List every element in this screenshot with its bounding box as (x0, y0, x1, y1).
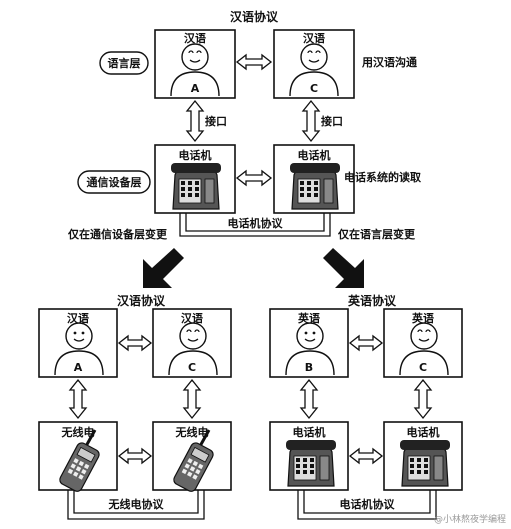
bl-right-interface-arrow-icon (182, 378, 202, 420)
bottom-right-device-protocol: 电话机协议 (340, 497, 396, 511)
svg-text:汉语: 汉语 (67, 311, 89, 325)
telephone-icon (289, 162, 341, 210)
top-right-phone-box: 电话机 (273, 144, 355, 214)
bl-right-radio-box: 无线电 (152, 421, 232, 495)
br-right-phone-box: 电话机 (383, 421, 463, 491)
svg-text:英语: 英语 (297, 311, 320, 325)
bl-person-link-arrow-icon (117, 334, 153, 352)
top-right-interface-label: 接口 (321, 114, 343, 128)
svg-text:A: A (191, 82, 200, 95)
br-left-interface-arrow-icon (299, 378, 319, 420)
svg-text:无线电: 无线电 (175, 425, 209, 439)
top-left-phone-box: 电话机 (154, 144, 236, 214)
br-right-interface-arrow-icon (413, 378, 433, 420)
bl-left-interface-arrow-icon (68, 378, 88, 420)
bl-person-a-box: 汉语 A (38, 308, 118, 378)
top-phone-link-arrow-icon (235, 169, 273, 187)
br-person-link-arrow-icon (348, 334, 384, 352)
right-branch-caption: 仅在语言层变更 (337, 227, 416, 241)
svg-text:C: C (419, 361, 427, 374)
svg-text:电话机: 电话机 (298, 148, 331, 162)
left-branch-caption: 仅在通信设备层变更 (67, 227, 168, 241)
top-person-a-box: 汉语 A (154, 29, 236, 99)
layer-language-pill: 语言层 (99, 51, 149, 75)
left-branch-arrow-icon (143, 248, 184, 288)
top-device-protocol: 电话机协议 (228, 216, 284, 230)
svg-text:无线电: 无线电 (61, 425, 95, 439)
watermark-text: @小林熬夜学编程 (434, 513, 506, 525)
svg-text:电话机: 电话机 (293, 425, 326, 439)
svg-text:C: C (310, 82, 318, 95)
top-left-interface-label: 接口 (205, 114, 227, 128)
telephone-icon (399, 439, 451, 487)
br-left-phone-box: 电话机 (269, 421, 349, 491)
svg-text:汉语: 汉语 (181, 311, 203, 325)
svg-text:电话机: 电话机 (407, 425, 440, 439)
svg-text:英语: 英语 (411, 311, 434, 325)
bottom-left-protocol-title: 汉语协议 (117, 293, 166, 308)
bl-radio-link (67, 490, 205, 520)
top-right-interface-arrow-icon (301, 99, 321, 143)
bl-left-radio-box: 无线电 (38, 421, 118, 495)
svg-text:汉语: 汉语 (303, 31, 325, 45)
br-person-c-box: 英语 C (383, 308, 463, 378)
telephone-icon (170, 162, 222, 210)
top-person-link-arrow-icon (235, 53, 273, 71)
right-branch-arrow-icon (323, 248, 364, 288)
svg-text:A: A (74, 361, 83, 374)
layer-device-pill: 通信设备层 (77, 170, 151, 194)
bl-person-c-box: 汉语 C (152, 308, 232, 378)
top-person-c-box: 汉语 C (273, 29, 355, 99)
br-person-b-box: 英语 B (269, 308, 349, 378)
svg-text:语言层: 语言层 (108, 56, 141, 70)
svg-text:C: C (188, 361, 196, 374)
bottom-left-device-protocol: 无线电协议 (108, 497, 165, 511)
svg-text:通信设备层: 通信设备层 (87, 175, 142, 189)
svg-text:B: B (305, 361, 313, 374)
top-left-interface-arrow-icon (185, 99, 205, 143)
bottom-right-protocol-title: 英语协议 (348, 293, 397, 308)
top-device-note: 电话系统的读取 (344, 170, 421, 184)
svg-text:汉语: 汉语 (184, 31, 206, 45)
svg-text:电话机: 电话机 (179, 148, 212, 162)
br-phone-cable (297, 490, 437, 520)
br-phone-link-arrow-icon (348, 447, 384, 465)
telephone-icon (285, 439, 337, 487)
top-protocol-title: 汉语协议 (230, 9, 279, 24)
top-phone-cable (179, 213, 331, 237)
bl-radio-link-arrow-icon (117, 447, 153, 465)
top-language-note: 用汉语沟通 (362, 55, 417, 69)
